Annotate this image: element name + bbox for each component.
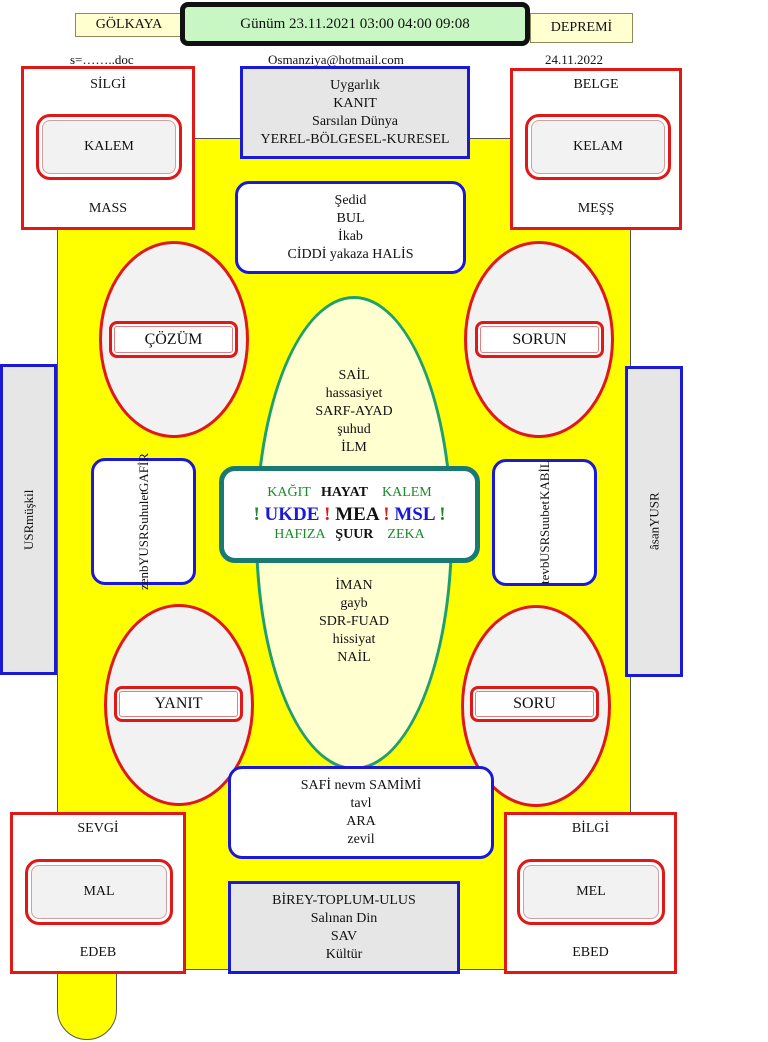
corner-top-label: SİLGİ	[90, 77, 126, 92]
top-box-line: Sarsılan Dünya	[312, 113, 398, 129]
side-right-outer-line: YUSR	[646, 492, 662, 528]
upper-box-line: İkab	[338, 228, 363, 244]
oval-upper-line: İLM	[341, 440, 367, 455]
corner-bottom-right: BİLGİ MEL EBED	[504, 812, 677, 974]
center-word-ukde: UKDE	[264, 504, 320, 525]
bottom-box-line: BİREY-TOPLUM-ULUS	[272, 892, 416, 908]
oval-lower-text: İMAN gayb SDR-FUAD hissiyat NAİL	[275, 576, 433, 668]
top-box-line: YEREL-BÖLGESEL-KURESEL	[260, 131, 450, 147]
header-left-tab: GÖLKAYA	[75, 13, 183, 37]
bottom-box-line: SAV	[330, 928, 358, 944]
lower-box-line: SAFİ nevm SAMİMİ	[300, 777, 422, 793]
oval-upper-line: şuhud	[337, 422, 371, 437]
bottom-center-box: BİREY-TOPLUM-ULUS Salınan Din SAV Kültür	[228, 881, 460, 974]
ellipse-label-question: SORU	[470, 686, 599, 722]
corner-middle-label: MAL	[25, 859, 173, 925]
side-left-outer: USR müşkil	[0, 364, 57, 675]
center-bang: !	[324, 504, 331, 525]
oval-upper-line: SARF-AYAD	[315, 404, 393, 419]
top-box-line: KANIT	[333, 95, 377, 111]
bottom-box-line: Salınan Din	[310, 910, 378, 926]
side-left-inner-line: zenb	[136, 565, 151, 591]
ellipse-label-problem: SORUN	[475, 321, 604, 358]
corner-bottom-label: MEŞŞ	[577, 201, 615, 216]
header-right-tab: DEPREMİ	[530, 13, 633, 43]
corner-bottom-label: MASS	[88, 201, 128, 216]
center-word-pen: KALEM	[381, 485, 432, 500]
oval-lower-line: gayb	[340, 596, 368, 611]
side-right-outer: âsan YUSR	[625, 366, 683, 677]
center-box: KAĞIT HAYAT KALEM ! UKDE ! MEA ! MSL ! H…	[219, 466, 480, 563]
corner-top-label: BELGE	[573, 77, 619, 92]
side-right-inner-line: KABİL	[537, 460, 552, 501]
corner-top-label: BİLGİ	[571, 821, 610, 836]
top-box-line: Uygarlık	[330, 77, 380, 93]
lower-box-line: ARA	[346, 813, 376, 829]
side-left-outer-line: müşkil	[21, 489, 36, 525]
corner-top-label: SEVGİ	[77, 821, 119, 836]
oval-lower-line: NAİL	[337, 650, 371, 665]
center-row-3: HAFIZA ŞUUR ZEKA	[224, 527, 475, 543]
lower-box-line: tavl	[350, 795, 372, 811]
oval-lower-line: SDR-FUAD	[318, 614, 389, 629]
side-right-inner: tevb USR Suubet KABİL	[492, 459, 597, 586]
side-left-inner-line: YUSR	[136, 531, 151, 566]
center-row-2: ! UKDE ! MEA ! MSL !	[224, 504, 475, 526]
corner-middle-label: KELAM	[525, 114, 671, 180]
header-sub-right: 24.11.2022	[545, 52, 604, 67]
upper-center-box: Şedid BUL İkab CİDDİ yakaza HALİS	[235, 181, 466, 274]
side-left-inner: zenb YUSR Suhulet GAFİR	[91, 453, 196, 590]
corner-middle-label: KALEM	[36, 114, 182, 180]
upper-box-line: Şedid	[334, 192, 367, 208]
ellipse-label-solution: ÇÖZÜM	[109, 321, 238, 358]
oval-lower-line: İMAN	[335, 578, 373, 593]
center-bang: !	[439, 504, 446, 525]
center-word-intelligence: ZEKA	[387, 527, 425, 542]
corner-bottom-left: SEVGİ MAL EDEB	[10, 812, 186, 974]
header-sub-left: s=……..doc	[70, 52, 134, 67]
lower-box-line: zevil	[347, 831, 375, 847]
side-left-inner-line: Suhulet	[136, 491, 151, 532]
ellipse-label-answer: YANIT	[114, 686, 243, 722]
corner-middle-label: MEL	[517, 859, 665, 925]
center-word-paper: KAĞIT	[267, 485, 311, 500]
center-word-msl: MSL	[394, 504, 435, 525]
oval-upper-line: hassasiyet	[325, 386, 383, 401]
side-right-outer-line: âsan	[646, 527, 662, 551]
oval-lower-line: hissiyat	[332, 632, 376, 647]
lower-center-box: SAFİ nevm SAMİMİ tavl ARA zevil	[228, 766, 494, 859]
center-bang: !	[383, 504, 390, 525]
center-word-memory: HAFIZA	[274, 527, 325, 542]
corner-top-left: SİLGİ KALEM MASS	[21, 66, 195, 230]
side-left-inner-line: GAFİR	[136, 452, 151, 492]
top-center-box: Uygarlık KANIT Sarsılan Dünya YEREL-BÖLG…	[240, 66, 470, 159]
side-left-outer-line: USR	[21, 524, 36, 550]
oval-upper-text: SAİL hassasiyet SARF-AYAD şuhud İLM	[275, 366, 433, 458]
side-right-inner-line: USR	[537, 536, 552, 562]
bottom-box-line: Kültür	[325, 946, 363, 962]
side-right-inner-line: tevb	[537, 561, 552, 585]
center-bang: !	[253, 504, 260, 525]
corner-bottom-label: EDEB	[79, 945, 117, 960]
header-sub-center: Osmanziya@hotmail.com	[268, 52, 404, 67]
oval-upper-line: SAİL	[338, 368, 370, 383]
center-word-awareness: ŞUUR	[335, 527, 374, 542]
upper-box-line: CİDDİ yakaza HALİS	[287, 246, 414, 262]
center-row-1: KAĞIT HAYAT KALEM	[224, 485, 475, 501]
corner-bottom-label: EBED	[572, 945, 609, 960]
header-title: Günüm 23.11.2021 03:00 04:00 09:08	[180, 2, 530, 46]
center-word-life: HAYAT	[321, 485, 368, 500]
center-word-mea: MEA	[335, 504, 379, 525]
upper-box-line: BUL	[336, 210, 365, 226]
side-right-inner-line: Suubet	[537, 500, 552, 537]
corner-top-right: BELGE KELAM MEŞŞ	[510, 68, 682, 230]
